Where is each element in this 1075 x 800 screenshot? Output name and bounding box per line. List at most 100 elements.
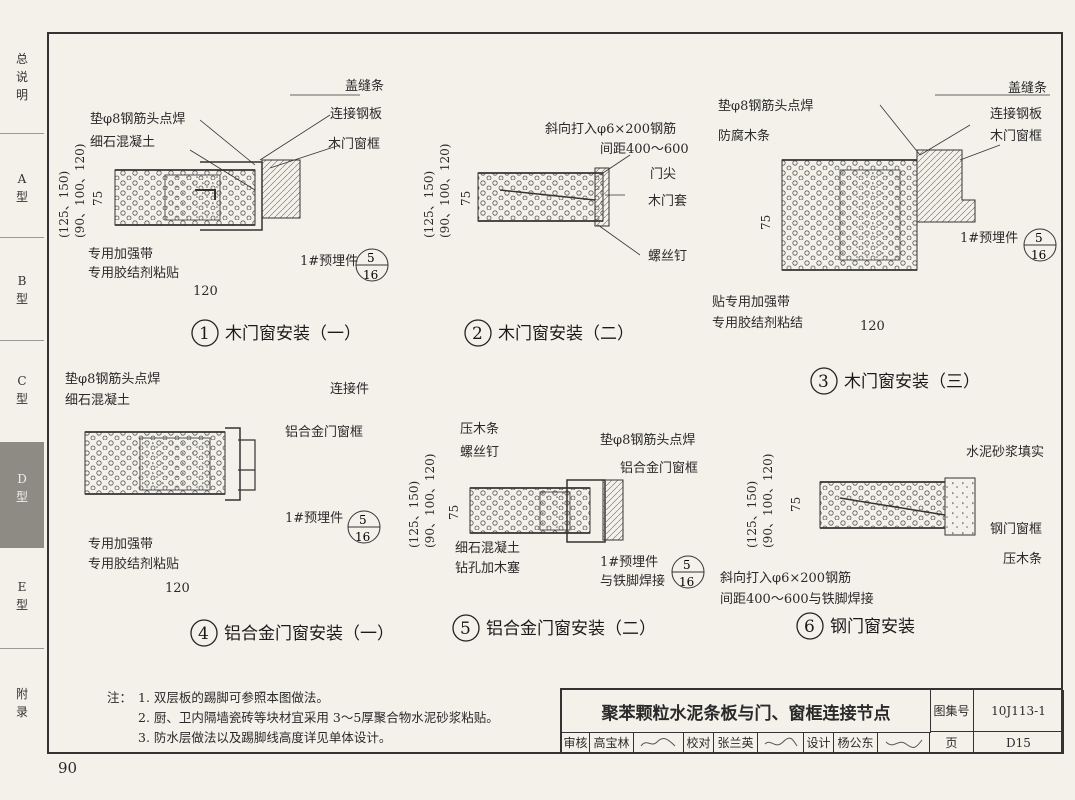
dimension: (90、100、120) (761, 454, 775, 548)
dimension: 75 (759, 215, 773, 230)
ref-bottom: 16 (363, 268, 378, 282)
sidebar-tab-d-active[interactable]: D 型 (0, 442, 44, 548)
dimension: (125、150) (407, 481, 421, 548)
label: 木门窗框 (328, 136, 380, 152)
label: 垫φ8钢筋头点焊 (600, 432, 695, 448)
label: 斜向打入φ6×200钢筋 (720, 570, 851, 586)
tab-label: E 型 (15, 580, 28, 612)
divider (0, 340, 44, 341)
label: 连接件 (330, 381, 369, 397)
detail-title: 钢门窗安装 (830, 617, 915, 637)
label: 木门窗框 (990, 128, 1042, 144)
detail-number: 3 (818, 372, 829, 392)
label: 专用胶结剂粘贴 (88, 265, 179, 281)
sidebar-tab-c[interactable]: C 型 (0, 372, 44, 408)
detail-number: 4 (198, 624, 209, 644)
dimension: (90、100、120) (73, 144, 87, 238)
sidebar-tab-b[interactable]: B 型 (0, 272, 44, 308)
sidebar-tab-e[interactable]: E 型 (0, 578, 44, 614)
divider (0, 237, 44, 238)
sidebar-tab-general[interactable]: 总 说 明 (0, 50, 44, 104)
ref-bottom: 16 (1031, 248, 1046, 262)
dimension: (90、100、120) (438, 144, 452, 238)
ref-bottom: 16 (355, 530, 370, 544)
divider (0, 648, 44, 649)
check-name: 张兰英 (714, 732, 758, 754)
label: 专用胶结剂粘结 (712, 315, 803, 331)
dimension: 75 (789, 497, 803, 512)
label: 间距400～600 (600, 142, 689, 157)
label: 防腐木条 (718, 128, 770, 144)
label: 细石混凝土 (65, 392, 130, 408)
dimension: (125、150) (745, 481, 759, 548)
dimension: 120 (193, 284, 218, 299)
notes-label: 注： (106, 690, 132, 705)
label: 垫φ8钢筋头点焊 (718, 98, 813, 114)
detail-title: 木门窗安装（二） (498, 324, 634, 344)
title-block: 聚苯颗粒水泥条板与门、窗框连接节点 图集号 10J113-1 审核 高宝林 校对… (560, 688, 1064, 754)
dimension: (90、100、120) (423, 454, 437, 548)
label: 间距400～600与铁脚焊接 (720, 591, 874, 607)
detail-title: 铝合金门窗安装（二） (486, 619, 656, 639)
dimension: 120 (165, 581, 190, 596)
label: 垫φ8钢筋头点焊 (90, 111, 185, 127)
tab-label: 总 说 明 (15, 52, 28, 102)
check-signature (758, 732, 804, 754)
detail-number: 5 (460, 619, 471, 639)
ref-top: 5 (359, 513, 367, 527)
detail-number: 1 (199, 324, 210, 344)
label: 压木条 (1003, 551, 1042, 567)
label: 专用加强带 (88, 247, 153, 262)
label: 1#预埋件 (300, 254, 358, 269)
label: 盖缝条 (345, 78, 384, 94)
label: 连接钢板 (990, 106, 1042, 122)
label: 1#预埋件 (960, 231, 1018, 246)
detail-number: 6 (804, 617, 815, 637)
page-label: 页 (930, 732, 974, 754)
label: 螺丝钉 (648, 249, 687, 264)
label: 贴专用加强带 (712, 295, 790, 310)
page-value: D15 (974, 732, 1064, 754)
page-number: 90 (58, 759, 78, 777)
tab-label: C 型 (15, 374, 28, 406)
design-label: 设计 (804, 732, 834, 754)
review-label: 审核 (562, 732, 590, 754)
label: 钻孔加木塞 (455, 560, 520, 576)
atlas-value: 10J113-1 (974, 690, 1064, 732)
detail-title: 木门窗安装（三） (844, 372, 980, 392)
label: 连接钢板 (330, 106, 382, 122)
sidebar-tab-appendix[interactable]: 附 录 (0, 685, 44, 721)
ref-top: 5 (367, 251, 375, 265)
dimension: (125、150) (57, 171, 71, 238)
label: 细石混凝土 (455, 540, 520, 556)
sidebar-tab-a[interactable]: A 型 (0, 170, 44, 206)
label: 螺丝钉 (460, 445, 499, 460)
dimension: 75 (459, 191, 473, 206)
dimension: 75 (91, 191, 105, 206)
label: 门尖 (650, 167, 676, 182)
label: 1#预埋件 (285, 511, 343, 526)
label: 专用胶结剂粘贴 (88, 556, 179, 572)
review-signature (634, 732, 684, 754)
tab-label: D 型 (15, 472, 28, 504)
review-name: 高宝林 (590, 732, 634, 754)
detail-number: 2 (472, 324, 483, 344)
check-label: 校对 (684, 732, 714, 754)
concrete-core (164, 174, 221, 221)
label: 钢门窗框 (990, 521, 1042, 537)
label: 木门套 (648, 193, 687, 209)
atlas-label: 图集号 (930, 690, 974, 732)
note-item: 3. 防水层做法以及踢脚线高度详见单体设计。 (138, 730, 392, 745)
ref-bottom: 16 (679, 575, 694, 589)
divider (0, 133, 44, 134)
tab-label: 附 录 (15, 687, 28, 719)
label: 压木条 (460, 421, 499, 437)
label: 盖缝条 (1008, 80, 1047, 96)
design-signature (878, 732, 930, 754)
detail-title: 木门窗安装（一） (225, 324, 361, 344)
note-item: 2. 厨、卫内隔墙瓷砖等块材宜采用 3～5厚聚合物水泥砂浆粘贴。 (138, 710, 499, 725)
design-name: 杨公东 (834, 732, 878, 754)
label: 专用加强带 (88, 537, 153, 552)
label: 垫φ8钢筋头点焊 (65, 371, 160, 387)
